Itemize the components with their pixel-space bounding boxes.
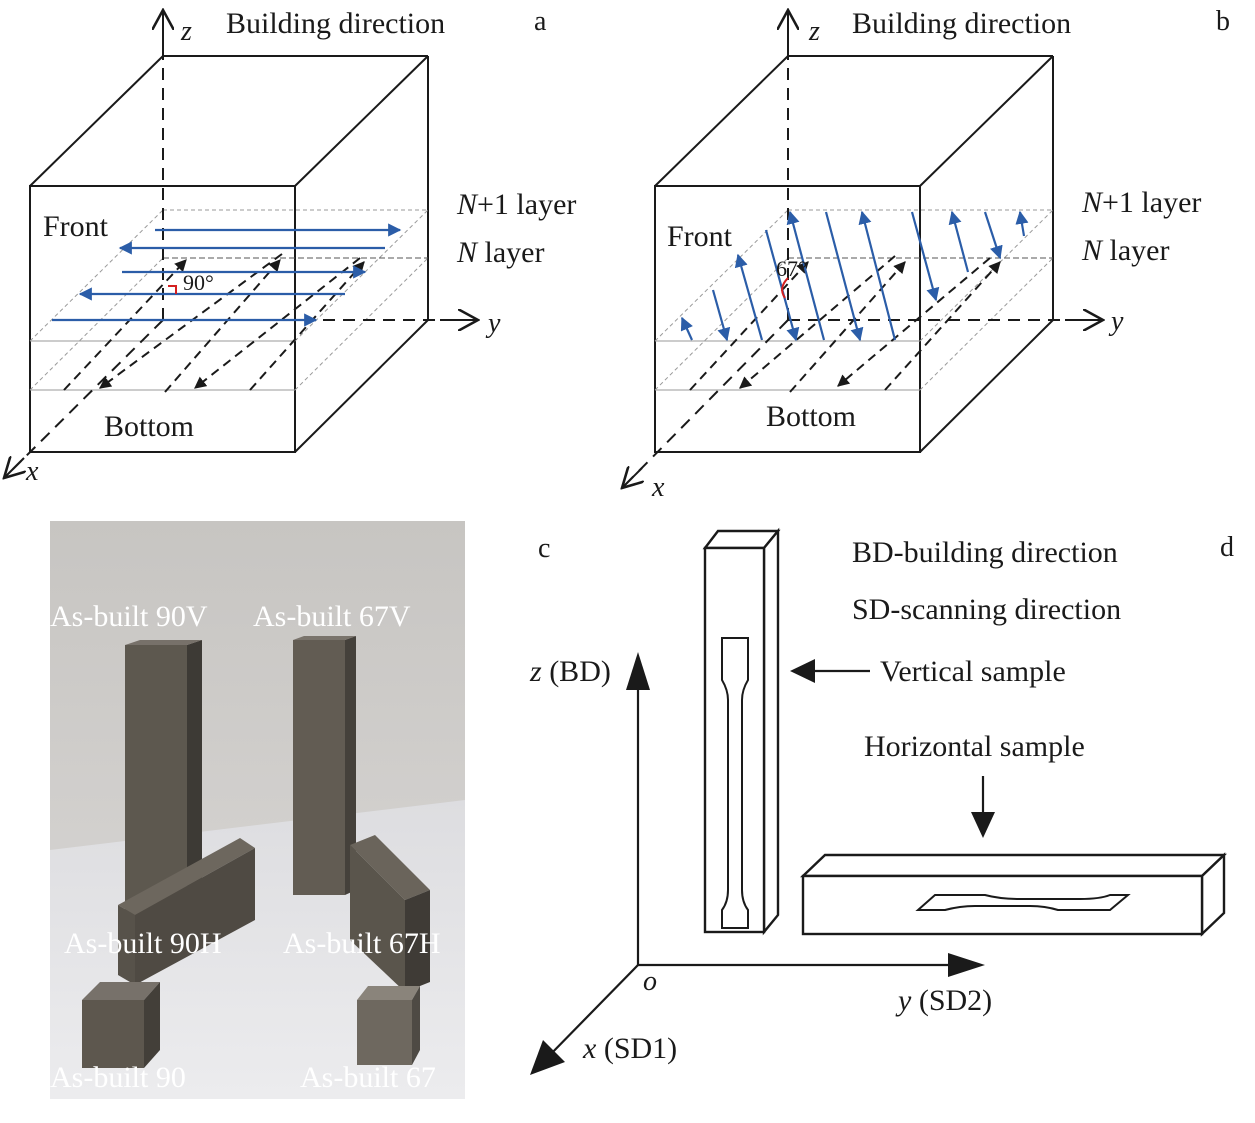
vertical-sample-label: Vertical sample [880,655,1066,688]
origin-label: o [643,966,657,997]
y-axis-label: y (SD2) [895,984,992,1017]
scan-arrow [1015,210,1029,237]
sample-90h [118,838,255,985]
x-axis-hidden [621,319,789,489]
front-label: Front [667,220,733,253]
sd-definition: SD-scanning direction [852,593,1121,626]
x-axis-arrowhead [530,1040,565,1075]
y-axis-label: y [485,308,501,339]
label-as-built-67h: As-built 67H [283,927,441,960]
x-axis [544,964,639,1061]
label-as-built-90h: As-built 90H [64,927,222,960]
cube-b [654,55,1054,453]
x-axis-label: x (SD1) [582,1032,677,1065]
axes-b [622,10,1103,488]
panel-letter-c: c [538,533,550,564]
scan-arrow [824,211,864,342]
bd-definition: BD-building direction [852,536,1118,569]
label-as-built-67v: As-built 67V [253,600,411,633]
angle-label: 90° [183,270,214,295]
angle-arc [781,277,789,299]
sample-90-cube [82,982,160,1068]
n-layer-label: N layer [456,236,544,269]
axes-a [4,10,478,478]
scan-arrow [734,253,764,341]
z-axis-label: z [180,16,192,47]
scan-arrow [689,261,809,391]
z-axis-arrowhead [626,652,650,690]
n-layer-scan-arrows-b [689,255,1001,393]
angle-label: 67° [776,256,807,281]
scan-arrow [983,211,1003,260]
horizontal-sample-pointer-head [971,812,995,838]
scan-arrow [711,289,731,342]
scan-arrow [910,211,940,302]
panel-letter-b: b [1216,6,1230,37]
panel-c-photo: As-built 90V As-built 67V As-built 90H A… [50,521,465,1099]
bottom-label: Bottom [766,400,856,433]
label-as-built-90: As-built 90 [50,1061,186,1094]
n-layer-label: N layer [1081,234,1169,267]
z-axis-label: z [808,16,820,47]
scan-arrow [739,255,896,389]
tensile-specimen-horizontal [915,894,1131,911]
n1-layer-scan-arrows-a [52,223,402,327]
scan-arrow [680,316,694,341]
label-as-built-90v: As-built 90V [50,600,208,633]
x-axis-arrow [4,458,24,478]
n1-layer-label: N+1 layer [1081,186,1201,219]
scan-arrow [858,210,897,341]
vertical-sample-side [762,527,780,936]
building-direction-label: Building direction [852,7,1071,40]
right-angle-mark [168,285,177,294]
scan-arrow [249,261,365,391]
panel-a: z Building direction a Front Bottom 90° … [4,6,576,487]
front-label: Front [43,210,109,243]
horizontal-sample-top [800,853,1227,878]
vertical-sample [702,527,781,936]
scan-arrow [764,229,800,342]
n1-layer-scan-arrows-b [680,210,1029,342]
x-axis-label: x [25,456,39,487]
tensile-specimen-vertical [721,637,749,929]
horizontal-sample-label: Horizontal sample [864,730,1085,763]
panel-letter-a: a [534,6,547,37]
bottom-label: Bottom [104,410,194,443]
sample-67v [293,636,356,895]
label-as-built-67: As-built 67 [300,1061,436,1094]
y-axis-arrowhead [948,953,985,977]
sample-67-cube [357,986,420,1065]
n-layer-scan-arrows-a [63,253,365,393]
z-axis-label: z (BD) [529,655,611,688]
scan-arrow [786,210,826,341]
panel-d: d BD-building direction SD-scanning dire… [529,527,1234,1075]
panel-letter-d: d [1220,532,1234,563]
x-axis-hidden [3,319,164,479]
vertical-sample-pointer-head [790,659,815,683]
sample-67h [350,835,430,992]
scan-arrow [789,261,906,393]
panel-b: z Building direction b Front Bottom 67° … [622,6,1230,503]
x-axis-arrow [622,468,642,488]
scan-arrow [837,257,991,387]
n1-layer-label: N+1 layer [456,188,576,221]
scan-arrow [948,210,970,273]
scan-arrow [194,257,361,389]
horizontal-sample [800,852,1227,937]
cube-a [29,55,429,453]
building-direction-label: Building direction [226,7,445,40]
x-axis-label: x [651,472,665,503]
axes-d [544,670,965,1061]
y-axis-label: y [1108,306,1124,337]
scan-arrow [884,261,1001,391]
